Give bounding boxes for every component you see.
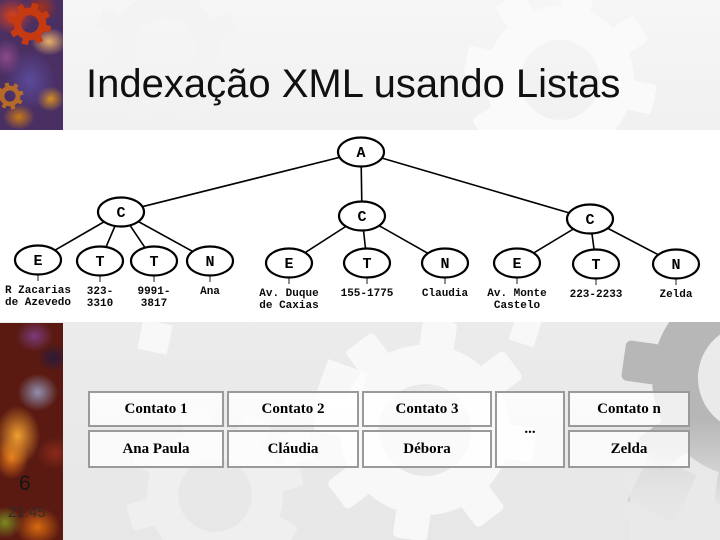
clock-time: 21:45 [8, 504, 46, 521]
tree-edge [360, 151, 591, 220]
leaf-value-text: Av. Duque [259, 288, 319, 300]
leaf-value-text: 9991- [137, 286, 170, 298]
leaf-value-text: de Azevedo [5, 297, 71, 309]
tree-node-letter: N [671, 257, 680, 274]
table-ellipsis-column: ... [495, 391, 565, 468]
table-column: Contato 1 Ana Paula [88, 391, 224, 468]
tree-edge [120, 151, 362, 213]
table-column: Contato 2 Cláudia [227, 391, 359, 468]
leaf-value-text: R Zacarias [5, 285, 71, 297]
table-column: Contato n Zelda [568, 391, 690, 468]
table-value-cell: Zelda [568, 430, 690, 468]
tree-node [492, 247, 542, 279]
tree-node-letter: C [585, 212, 594, 229]
table-header-cell: Contato 2 [227, 391, 359, 427]
tree-node [129, 245, 179, 277]
table-value-cell: Cláudia [227, 430, 359, 468]
tree-node [75, 245, 125, 277]
tree-node [13, 244, 63, 276]
tree-node-letter: C [357, 209, 366, 226]
table-header-cell: Contato 3 [362, 391, 492, 427]
slide-title: Indexação XML usando Listas [86, 62, 621, 106]
leaf-value-text: 155-1775 [341, 288, 394, 300]
table-column: Contato 3 Débora [362, 391, 492, 468]
table-value-cell: Ana Paula [88, 430, 224, 468]
tree-node [342, 247, 392, 279]
tree-node [571, 248, 621, 280]
tree-node-letter: N [440, 256, 449, 273]
leaf-value-text: 3310 [87, 298, 113, 310]
tree-node [264, 247, 314, 279]
table-header-cell: Contato 1 [88, 391, 224, 427]
tree-node [96, 196, 146, 228]
tree-node-letter: T [591, 257, 600, 274]
tree-node-letter: A [356, 145, 365, 162]
table-value-cell: Débora [362, 430, 492, 468]
tree-node-letter: T [149, 254, 158, 271]
tree-node-letter: E [512, 256, 521, 273]
leaf-value-text: de Caxias [259, 300, 318, 312]
tree-node-letter: E [284, 256, 293, 273]
leaf-value-text: 223-2233 [570, 289, 623, 301]
table-header-cell: Contato n [568, 391, 690, 427]
tree-node-letter: T [95, 254, 104, 271]
tree-node-letter: C [116, 205, 125, 222]
slide-number: 6 [19, 472, 31, 495]
tree-node [337, 200, 387, 232]
tree-node [185, 245, 235, 277]
tree-node [565, 203, 615, 235]
bottom-left-artwork [0, 323, 63, 540]
top-left-artwork [0, 0, 63, 130]
contacts-table: Contato 1 Ana Paula Contato 2 Cláudia Co… [88, 391, 690, 468]
tree-node-letter: E [33, 253, 42, 270]
leaf-value-text: 323- [87, 286, 113, 298]
tree-node-letter: T [362, 256, 371, 273]
leaf-value-text: Ana [200, 286, 220, 298]
tree-node [336, 136, 386, 168]
tree-node [651, 248, 701, 280]
leaf-value-text: Zelda [659, 289, 692, 301]
table-ellipsis-cell: ... [495, 391, 565, 468]
tree-node-letter: N [205, 254, 214, 271]
leaf-value-text: Claudia [422, 288, 469, 300]
red-gear-icon [0, 0, 63, 130]
leaf-value-text: Av. Monte [487, 288, 547, 300]
leaf-value-text: 3817 [141, 298, 167, 310]
leaf-value-text: Castelo [494, 300, 541, 312]
tree-node [420, 247, 470, 279]
